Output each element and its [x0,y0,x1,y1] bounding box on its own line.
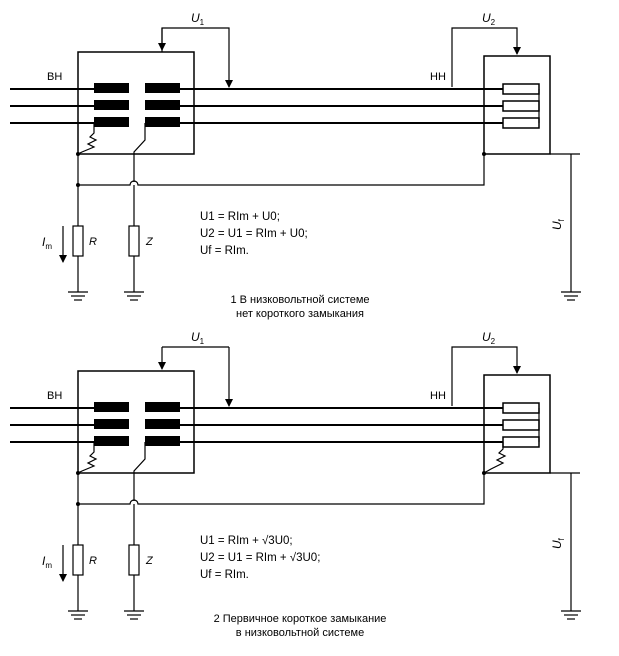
uf-label: Uf [550,537,566,549]
ground-resistor-r [68,185,88,301]
z-label: Z [145,236,154,248]
ground-bus [76,471,486,506]
lv-label: НН [430,71,446,83]
ground-impedance-z [124,185,144,301]
load-resistors [502,83,540,129]
lv-neutral [133,442,146,501]
load-resistors [502,402,540,448]
u1-label: U1 [191,330,205,346]
lv-lines [180,407,503,443]
equation-1: U1 = RIm + √3U0; [200,534,293,547]
transformer-windings [94,83,180,127]
hv-neutral-zigzag [77,442,98,474]
equation-2: U2 = U1 = RIm + √3U0; [200,551,320,564]
u1-label: U1 [191,11,205,27]
ground-resistor-r [68,504,88,620]
hv-lines [10,88,94,124]
caption-1-line-1: 1 В низковольтной системе [230,294,369,306]
ground-impedance-z [124,504,144,620]
caption-1-line-2: нет короткого замыкания [236,308,364,320]
r-label: R [89,555,97,567]
im-label: Im [42,554,52,570]
transformer-windings [94,402,180,446]
lv-label: НН [430,390,446,402]
r-label: R [89,236,97,248]
z-label: Z [145,555,154,567]
diagram-1 [10,27,581,301]
hv-neutral-zigzag [77,123,98,155]
u2-arrow [451,27,521,87]
fault-zigzag [483,442,507,474]
diagram-2 [10,346,581,620]
hv-label: ВН [47,390,62,402]
uf-label: Uf [550,218,566,230]
hv-lines [10,407,94,443]
equation-1: U1 = RIm + U0; [200,211,280,223]
hv-label: ВН [47,71,62,83]
caption-2-line-2: в низковольтной системе [236,627,364,639]
equation-2: U2 = U1 = RIm + U0; [200,228,308,240]
equation-3: Uf = RIm. [200,245,249,257]
caption-2-line-1: 2 Первичное короткое замыкание [214,613,387,625]
u2-label: U2 [482,330,496,346]
lv-lines [180,88,503,124]
im-label: Im [42,235,52,251]
equation-3: Uf = RIm. [200,569,249,581]
ground-bus [76,152,486,187]
u2-label: U2 [482,11,496,27]
u2-arrow [451,346,521,406]
lv-neutral [133,123,146,182]
